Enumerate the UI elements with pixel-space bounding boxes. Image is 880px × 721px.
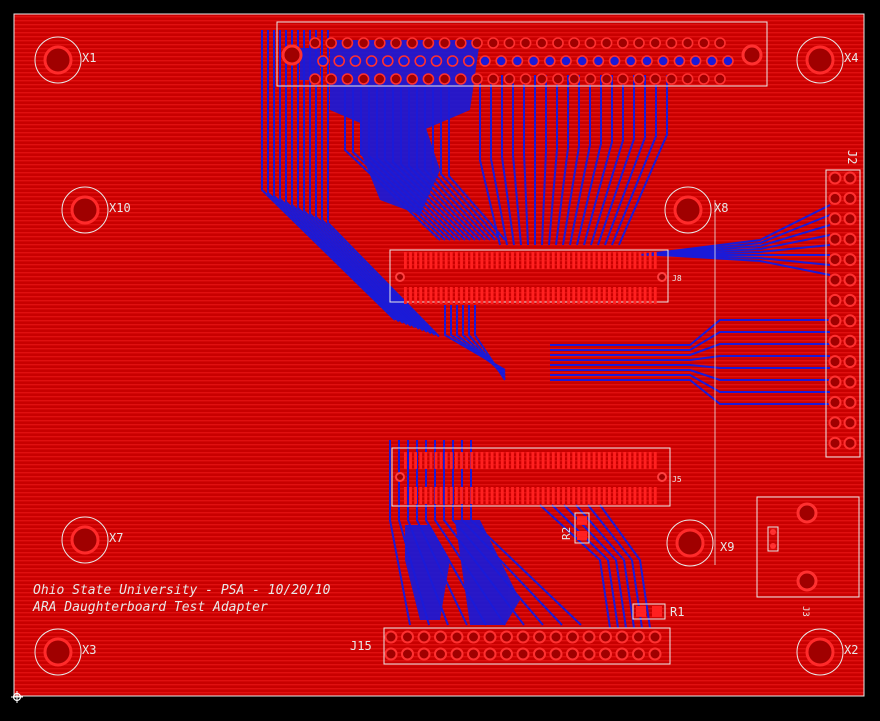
- r1-label: R1: [670, 605, 684, 619]
- j2-label: J2: [845, 150, 859, 164]
- connector-j2: J2: [825, 150, 861, 458]
- mounting-hole-x10: X10: [61, 186, 131, 234]
- mounting-hole-x7: X7: [61, 516, 123, 564]
- connector-j15: J15: [350, 627, 671, 665]
- mounting-hole-label: X4: [844, 51, 858, 65]
- resistor-r2: R2: [560, 512, 590, 544]
- mounting-hole-label: X1: [82, 51, 96, 65]
- mounting-hole-label: X3: [82, 643, 96, 657]
- connector-j8: J8: [389, 249, 682, 304]
- j3-label: J3: [800, 606, 810, 617]
- origin-crosshair-icon: [11, 691, 23, 703]
- mounting-hole-x8: X8: [664, 186, 728, 234]
- j5-label: J5: [672, 475, 682, 484]
- j8-label: J8: [672, 274, 682, 283]
- mounting-hole-label: X10: [109, 201, 131, 215]
- r2-label: R2: [560, 527, 573, 540]
- bottom-copper-zones: [300, 40, 520, 625]
- mounting-hole-label: X2: [844, 643, 858, 657]
- connector-j3: J3: [756, 496, 860, 617]
- connector-j5: J5: [391, 447, 682, 507]
- resistor-r1: R1: [632, 603, 684, 620]
- j15-label: J15: [350, 639, 372, 653]
- mounting-hole-label: X8: [714, 201, 728, 215]
- mounting-hole-label: X9: [720, 540, 734, 554]
- mounting-hole-x3: X3: [34, 628, 96, 676]
- board-title-line1: Ohio State University - PSA - 10/20/10: [33, 583, 331, 598]
- mounting-hole-x1: X1: [34, 36, 96, 84]
- mounting-hole-label: X7: [109, 531, 123, 545]
- board-title-line2: ARA Daughterboard Test Adapter: [32, 600, 268, 615]
- mounting-hole-x2: X2: [796, 628, 858, 676]
- mounting-hole-x9: X9: [666, 519, 734, 567]
- db-connector-top: [276, 21, 768, 87]
- mounting-hole-x4: X4: [796, 36, 858, 84]
